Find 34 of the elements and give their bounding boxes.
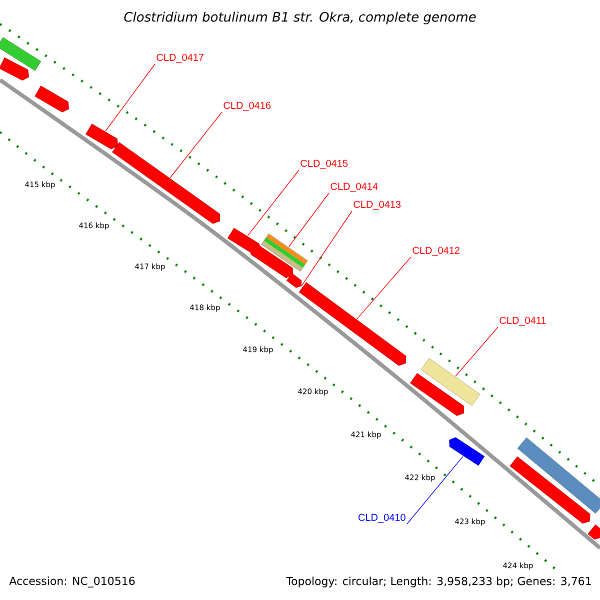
gene-feature xyxy=(449,437,485,466)
gene-feature xyxy=(112,142,220,224)
leader-line xyxy=(288,192,330,248)
gene-feature xyxy=(286,273,302,288)
gene-feature xyxy=(298,282,406,366)
accession-text: Accession: NC_010516 xyxy=(9,576,135,588)
gene-label: CLD_0413 xyxy=(354,200,401,210)
gene-feature xyxy=(420,358,480,406)
gene-feature xyxy=(261,233,308,272)
leader-line xyxy=(105,64,156,132)
gene-label: CLD_0411 xyxy=(500,316,546,326)
leader-line xyxy=(170,112,222,178)
gene-label: CLD_0417 xyxy=(156,54,204,63)
gene-label: CLD_0415 xyxy=(300,160,348,169)
leader-line xyxy=(301,210,352,286)
leader-line xyxy=(455,326,498,376)
leader-line xyxy=(406,456,464,524)
gene-label: CLD_0410 xyxy=(358,514,406,523)
gene-label: CLD_0416 xyxy=(224,102,271,111)
leader-line xyxy=(356,256,412,320)
leader-line xyxy=(247,170,300,236)
gene-feature xyxy=(0,57,30,81)
gene-feature xyxy=(410,373,464,416)
gene-feature xyxy=(250,244,293,278)
gene-feature xyxy=(510,456,590,524)
gene-feature xyxy=(517,437,600,514)
title: Clostridium botulinum B1 str. Okra, complete genome xyxy=(124,12,476,24)
gene-feature xyxy=(0,37,42,71)
gene-feature xyxy=(588,524,600,540)
genome-info-text: Topology: circular; Length: 3,958,233 bp; Genes: 3,761 xyxy=(286,576,591,588)
gene-feature xyxy=(86,124,118,150)
gene-label: CLD_0412 xyxy=(412,246,460,256)
gene-label: CLD_0414 xyxy=(330,182,378,192)
gene-feature xyxy=(34,86,69,112)
